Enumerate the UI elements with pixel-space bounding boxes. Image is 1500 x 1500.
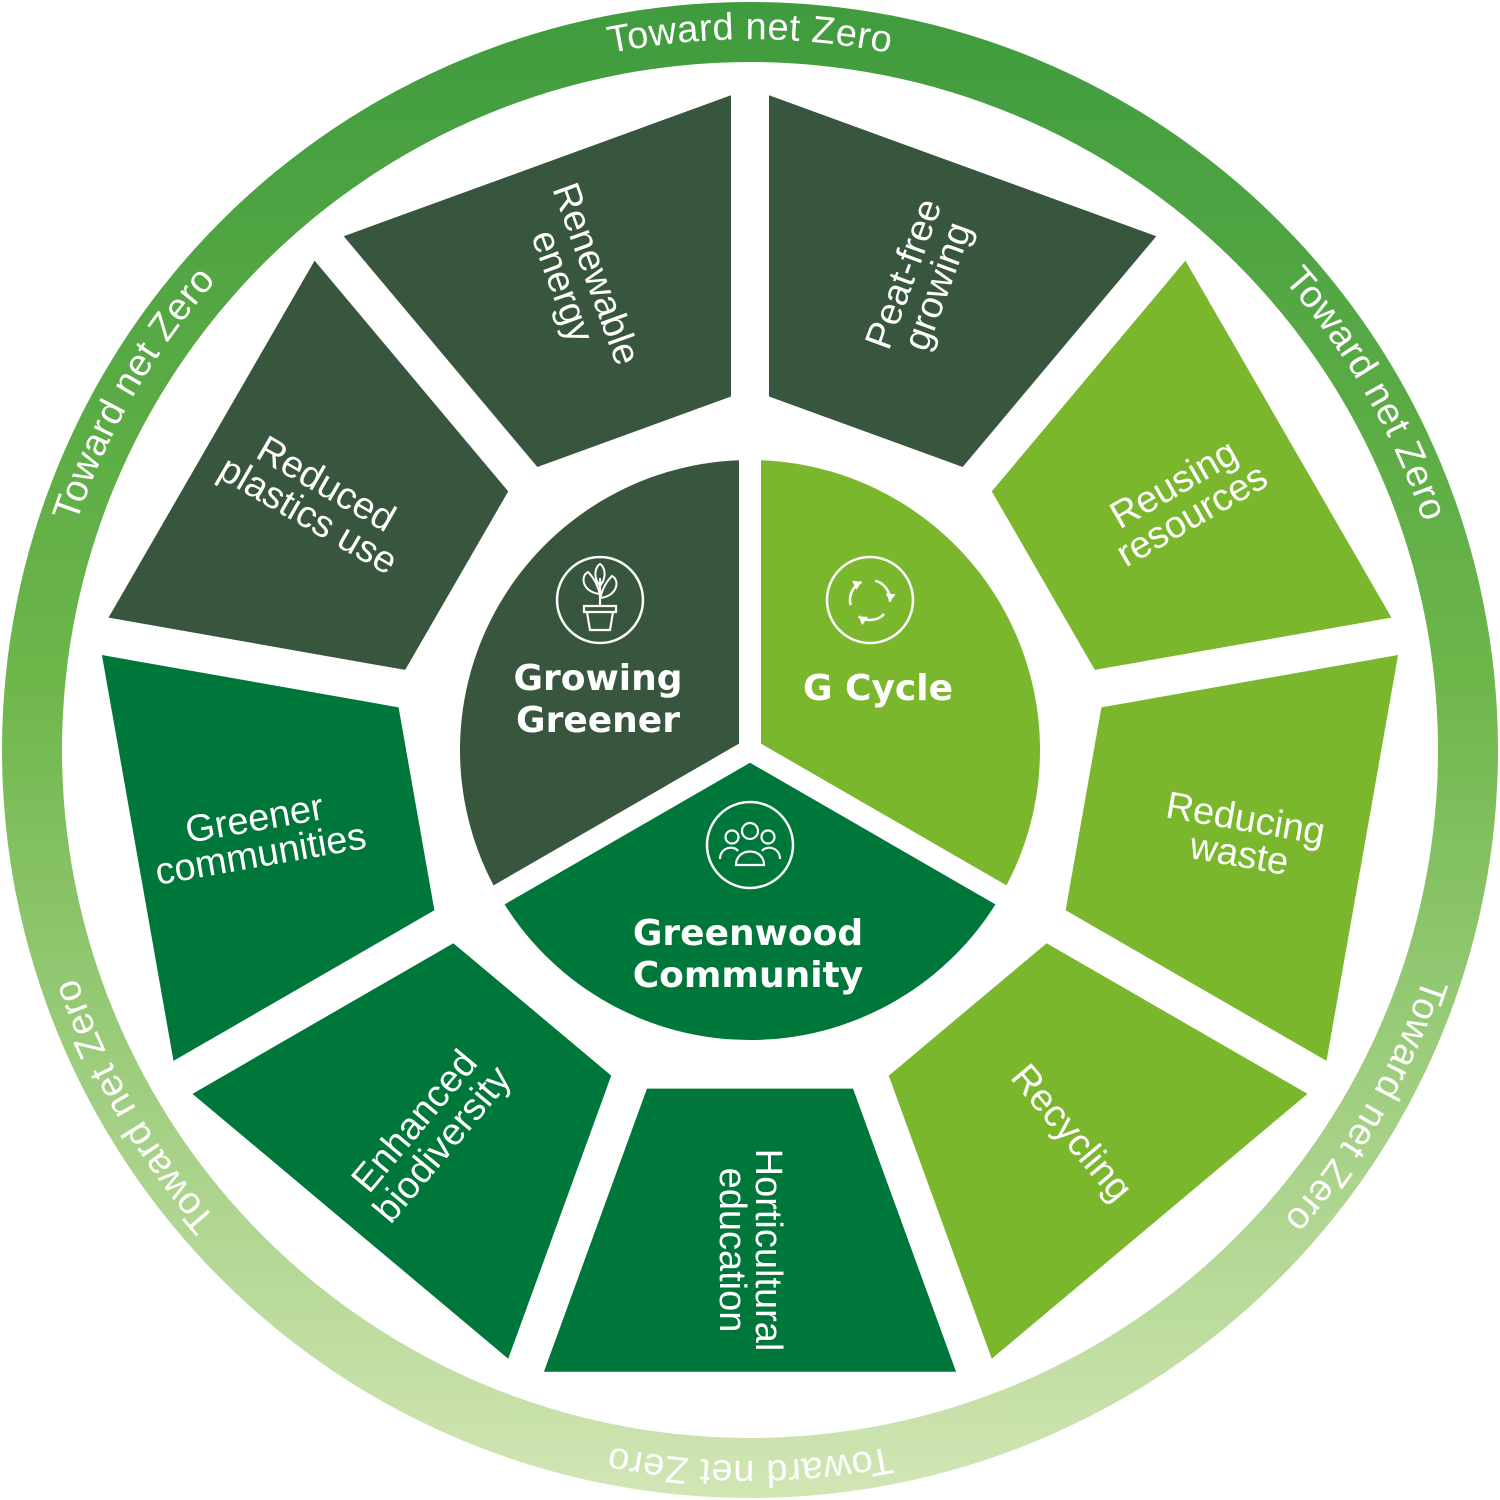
people-group-icon	[705, 800, 795, 890]
segment-reusing-resources: Reusingresources	[991, 260, 1392, 670]
segment-peat-free-growing: Peat-freegrowing	[769, 95, 1157, 467]
segment-shape	[108, 260, 509, 670]
core-title: G Cycle	[803, 668, 953, 709]
segment-shape	[543, 1088, 957, 1372]
segment-reducing-waste: Reducingwaste	[1065, 655, 1399, 1061]
segment-shape	[192, 943, 612, 1359]
recycle-arrows-icon	[825, 555, 915, 645]
segment-shape	[101, 655, 435, 1061]
segment-shape	[769, 95, 1157, 467]
segment-reduced-plastics-use: Reducedplastics use	[108, 260, 509, 670]
core-sector-shape	[761, 460, 1040, 886]
segment-label: Horticulturaleducation	[711, 1149, 789, 1352]
segment-greener-communities: Greenercommunities	[101, 655, 435, 1061]
core-sector-shape	[504, 762, 996, 1040]
plant-pot-icon	[555, 555, 645, 645]
segment-renewable-energy: Renewableenergy	[343, 95, 731, 467]
segment-shape	[1065, 655, 1399, 1061]
core-sector-shape	[459, 460, 739, 886]
segment-shape	[991, 260, 1392, 670]
segment-recycling: Recycling	[888, 943, 1308, 1359]
segment-horticultural-education: Horticulturaleducation	[543, 1088, 957, 1372]
segment-enhanced-biodiversity: Enhancedbiodiversity	[192, 943, 612, 1359]
segment-shape	[888, 943, 1308, 1359]
segment-shape	[343, 95, 731, 467]
outer-segments: Peat-freegrowingReusingresourcesReducing…	[101, 95, 1399, 1372]
core-gcycle: G Cycle	[761, 460, 1040, 886]
